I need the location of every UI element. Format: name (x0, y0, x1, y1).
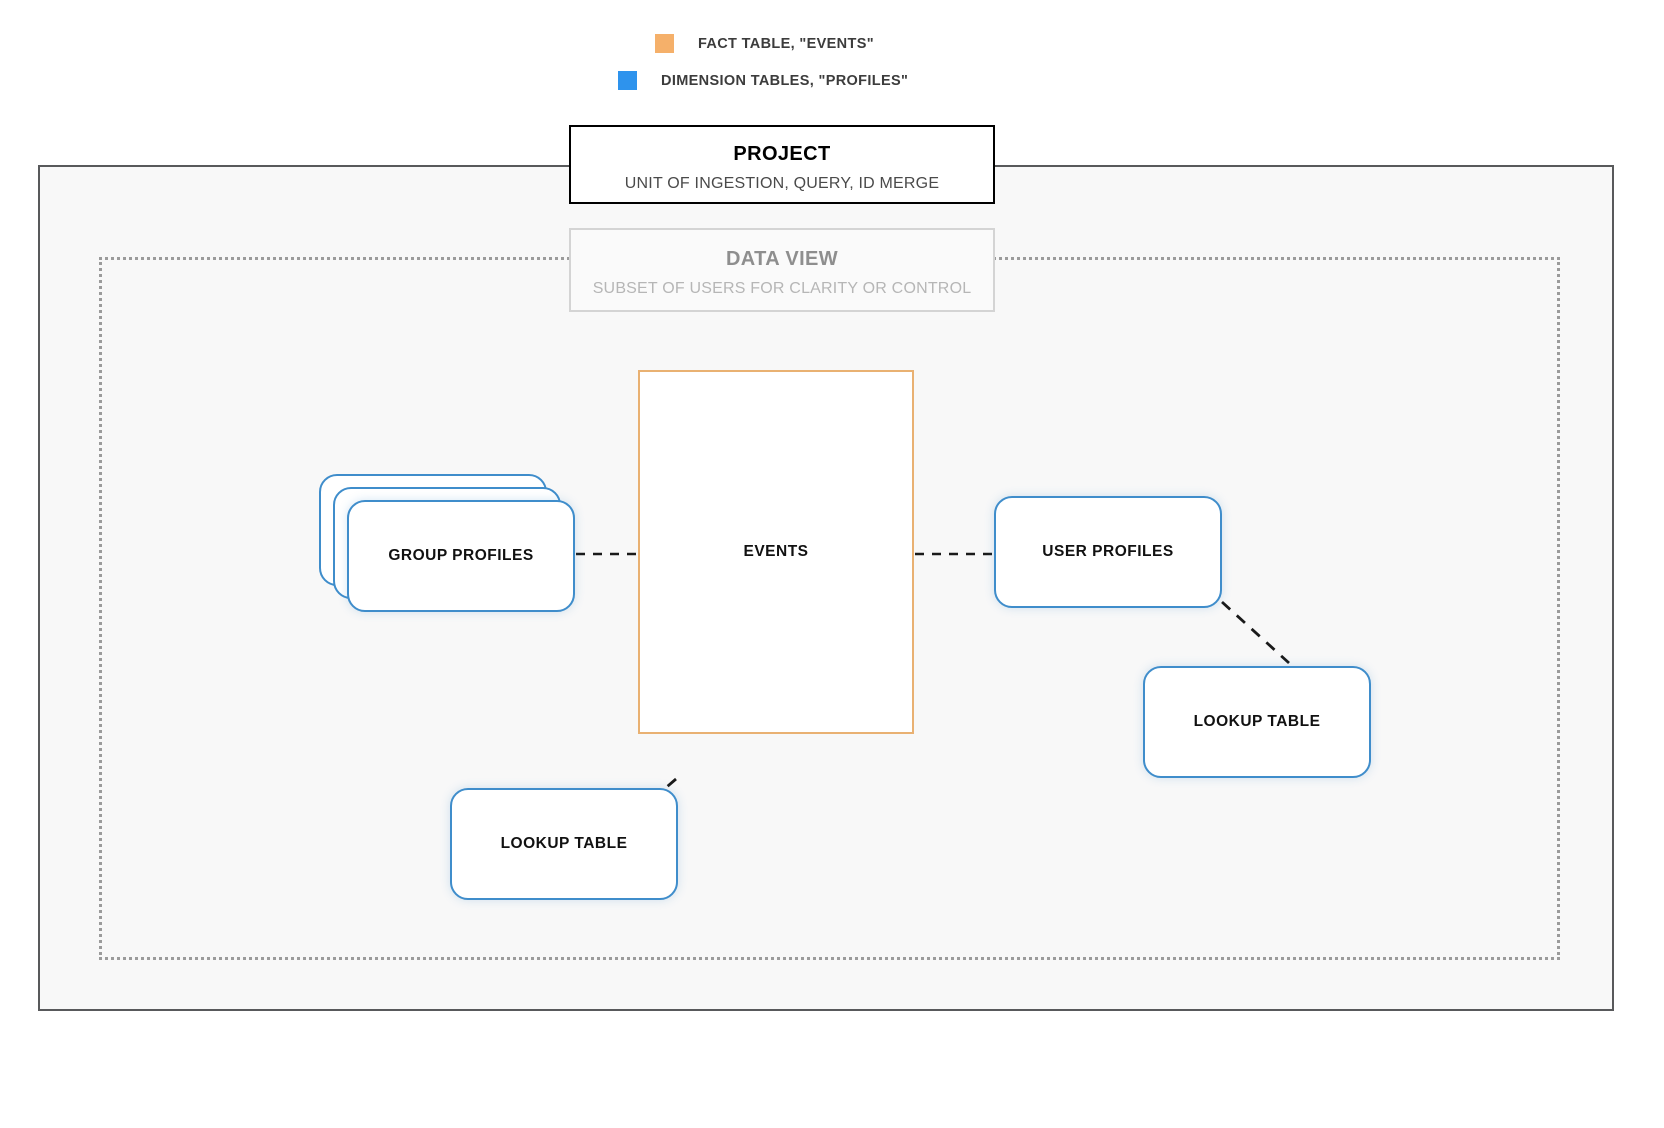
project-subtitle: UNIT OF INGESTION, QUERY, ID MERGE (624, 175, 940, 192)
data-view-title: DATA VIEW (725, 248, 839, 270)
legend-item-fact-table: FACT TABLE, "EVENTS" (655, 34, 874, 53)
node-user-profiles-label: USER PROFILES (1042, 543, 1174, 560)
blue-square-swatch-icon (618, 71, 637, 90)
data-view-subtitle: SUBSET OF USERS FOR CLARITY OR CONTROL (592, 280, 972, 297)
node-events-label: EVENTS (743, 543, 809, 560)
project-box: PROJECT UNIT OF INGESTION, QUERY, ID MER… (569, 125, 995, 204)
legend-label-dimension-tables: DIMENSION TABLES, "PROFILES" (661, 72, 909, 89)
project-title: PROJECT (733, 143, 831, 165)
data-view-box: DATA VIEW SUBSET OF USERS FOR CLARITY OR… (569, 228, 995, 312)
node-lookup-table-right-label: LOOKUP TABLE (1193, 713, 1321, 730)
node-lookup-table-right: LOOKUP TABLE (1143, 666, 1371, 778)
node-lookup-table-left: LOOKUP TABLE (450, 788, 678, 900)
node-user-profiles: USER PROFILES (994, 496, 1222, 608)
node-events: EVENTS (638, 370, 914, 734)
node-group-profiles-label: GROUP PROFILES (388, 547, 534, 564)
legend-item-dimension-tables: DIMENSION TABLES, "PROFILES" (618, 71, 908, 90)
node-lookup-table-left-label: LOOKUP TABLE (500, 835, 628, 852)
legend-label-fact-table: FACT TABLE, "EVENTS" (698, 35, 874, 52)
node-group-profiles: GROUP PROFILES (347, 500, 575, 612)
orange-square-swatch-icon (655, 34, 674, 53)
legend: FACT TABLE, "EVENTS" DIMENSION TABLES, "… (0, 26, 1664, 106)
